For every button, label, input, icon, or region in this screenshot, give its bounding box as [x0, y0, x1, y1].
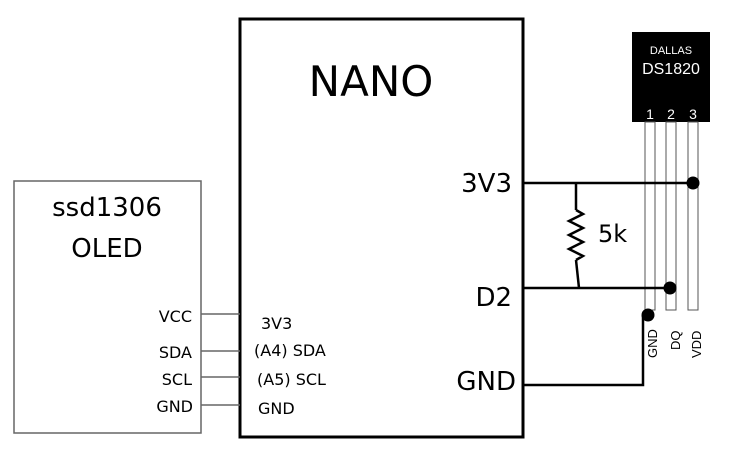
- junction-dq: [663, 281, 677, 295]
- nano-pin-gnd-left-label: GND: [258, 399, 295, 418]
- nano-pin-3v3-label: 3V3: [461, 169, 512, 199]
- nano-pin-d2-label: D2: [475, 283, 512, 313]
- nano-board: [238, 17, 525, 439]
- nano-title: NANO: [309, 57, 434, 106]
- oled-title-line2: OLED: [71, 234, 142, 264]
- oled-pin-sda-label: SDA: [159, 343, 192, 362]
- junction-vdd: [686, 176, 700, 190]
- ds1820-pin-vdd-label: VDD: [689, 331, 704, 358]
- oled-module: [13, 180, 202, 434]
- ds1820-pin-1-number: 1: [646, 106, 654, 122]
- ds1820-pin-gnd-label: GND: [645, 329, 660, 358]
- ds1820-pin-3-leg: [687, 121, 699, 311]
- oled-pin-vcc-label: VCC: [159, 307, 192, 326]
- ds1820-pin-3-number: 3: [689, 106, 697, 122]
- oled-pin-gnd-label: GND: [156, 397, 193, 416]
- ds1820-pin-1-leg: [644, 121, 656, 311]
- pullup-resistor: [566, 183, 586, 289]
- nano-pin-3v3-left-label: 3V3: [261, 314, 292, 333]
- junction-gnd: [641, 308, 655, 322]
- resistor-label: 5k: [598, 220, 627, 248]
- nano-pin-sda-label: (A4) SDA: [254, 341, 326, 360]
- ds1820-brand: DALLAS: [650, 45, 692, 57]
- oled-pin-scl-label: SCL: [162, 370, 192, 389]
- ds1820-pin-2-leg: [665, 121, 677, 311]
- ds1820-body: [632, 32, 710, 122]
- nano-pin-scl-label: (A5) SCL: [257, 370, 326, 389]
- ds1820-pin-dq-label: DQ: [668, 331, 683, 351]
- nano-pin-gnd-label: GND: [456, 367, 516, 397]
- oled-title-line1: ssd1306: [52, 193, 162, 223]
- ds1820-pin-2-number: 2: [667, 106, 675, 122]
- ds1820-model: DS1820: [642, 61, 700, 78]
- wire-gnd-sensor: [523, 315, 645, 387]
